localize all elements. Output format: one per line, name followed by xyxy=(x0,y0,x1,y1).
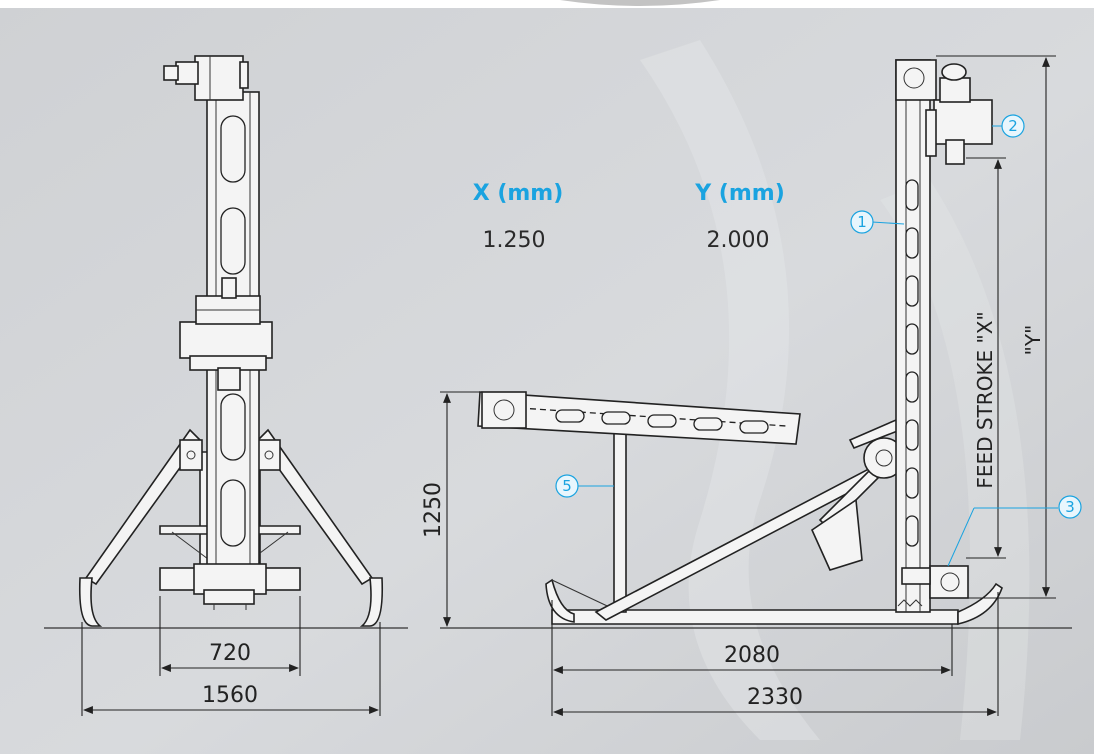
callout-5-label: 5 xyxy=(562,477,572,495)
side-dimensions: 1250 2080 2330 FEED STROKE "X" "Y" xyxy=(421,55,1056,716)
side-mast-slot xyxy=(905,227,919,259)
side-mast-slot xyxy=(905,419,919,451)
dim-label-1250: 1250 xyxy=(421,482,446,538)
front-dimensions: 720 1560 xyxy=(81,596,381,716)
front-leg-left xyxy=(84,428,202,586)
dim-label-720: 720 xyxy=(209,641,251,666)
side-mast-slot xyxy=(905,179,919,211)
callout-3-label: 3 xyxy=(1065,498,1075,516)
side-sled-front xyxy=(545,578,575,623)
side-folded-head xyxy=(481,391,527,429)
side-mast-slot xyxy=(905,515,919,547)
dim-label-feed-stroke: FEED STROKE "X" xyxy=(973,311,997,488)
top-border xyxy=(0,0,1094,8)
front-top-head xyxy=(194,55,244,101)
callout-5 xyxy=(555,474,579,498)
front-foot-right xyxy=(359,577,384,627)
dim-label-2330: 2330 xyxy=(747,685,803,710)
side-folded-mast xyxy=(477,391,801,445)
front-bracket-right xyxy=(257,439,281,471)
y-value: 2.000 xyxy=(707,228,770,253)
side-base-clamp xyxy=(929,565,969,599)
front-mast-slot xyxy=(220,115,246,183)
callouts: 1 2 3 5 xyxy=(555,114,1082,567)
dim-label-1560: 1560 xyxy=(202,683,258,708)
side-view xyxy=(477,59,1003,626)
front-leg-right xyxy=(256,428,374,586)
background-swoosh xyxy=(640,40,820,740)
callout-1 xyxy=(850,210,874,234)
side-drill-head xyxy=(933,99,993,145)
dim-label-2080: 2080 xyxy=(724,643,780,668)
callout-1-label: 1 xyxy=(857,213,867,231)
side-mast-slot xyxy=(905,275,919,307)
y-header: Y (mm) xyxy=(694,181,785,206)
side-support-post xyxy=(613,431,627,613)
callout-2-label: 2 xyxy=(1008,117,1018,135)
front-carriage xyxy=(179,321,273,359)
front-mast-slot xyxy=(220,393,246,461)
callout-2 xyxy=(1001,114,1025,138)
side-mast-slot xyxy=(905,467,919,499)
front-view xyxy=(78,55,384,627)
x-value: 1.250 xyxy=(483,228,546,253)
front-motor xyxy=(175,61,199,85)
front-foot-left xyxy=(78,577,103,627)
side-mast-top xyxy=(895,59,937,101)
side-mast-slot xyxy=(905,323,919,355)
front-bracket-left xyxy=(179,439,203,471)
top-shadow xyxy=(560,0,720,6)
front-mast-slot xyxy=(220,479,246,547)
callout-3 xyxy=(1058,495,1082,519)
side-mast-slot xyxy=(905,371,919,403)
front-mast-slot xyxy=(220,207,246,275)
side-sled-rear xyxy=(957,582,1003,626)
dim-label-y: "Y" xyxy=(1021,325,1045,356)
x-header: X (mm) xyxy=(473,181,564,206)
